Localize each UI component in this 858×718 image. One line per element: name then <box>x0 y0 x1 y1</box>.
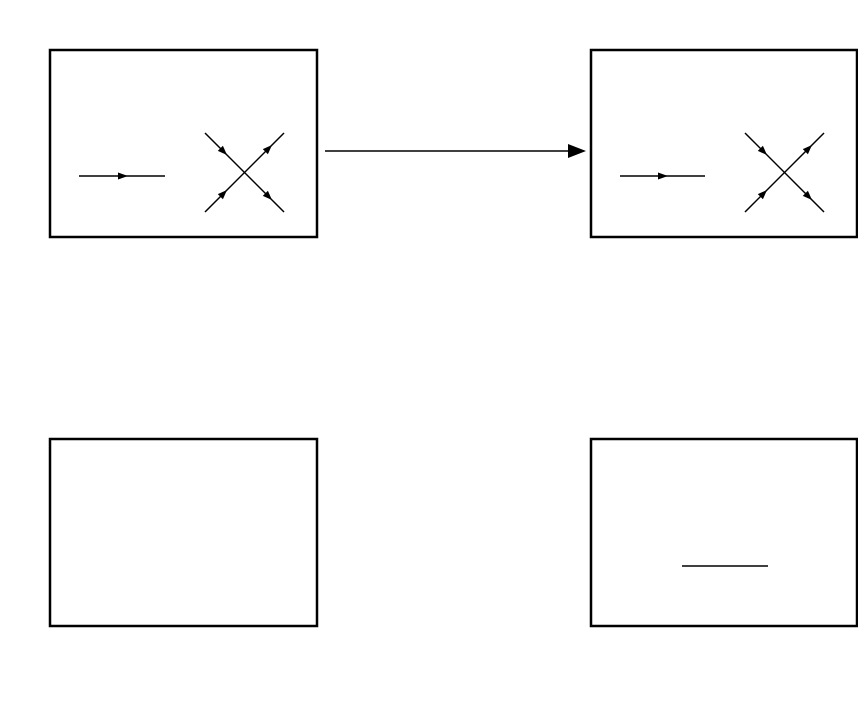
panel-top-left <box>48 48 319 239</box>
panel-top-left-frame <box>48 48 319 239</box>
panel-bottom-right <box>589 437 858 628</box>
panel-top-right <box>589 48 858 239</box>
four-point-vertex <box>204 132 285 213</box>
propagator-line <box>620 172 705 180</box>
panel-bottom-left-frame <box>48 437 319 628</box>
panel-bottom-right-frame <box>589 437 858 628</box>
four-point-vertex <box>744 132 825 213</box>
panel-top-right-frame <box>589 48 858 239</box>
propagator-line <box>79 172 165 180</box>
panel-bottom-left <box>48 437 319 628</box>
connection-arrow <box>325 144 586 158</box>
